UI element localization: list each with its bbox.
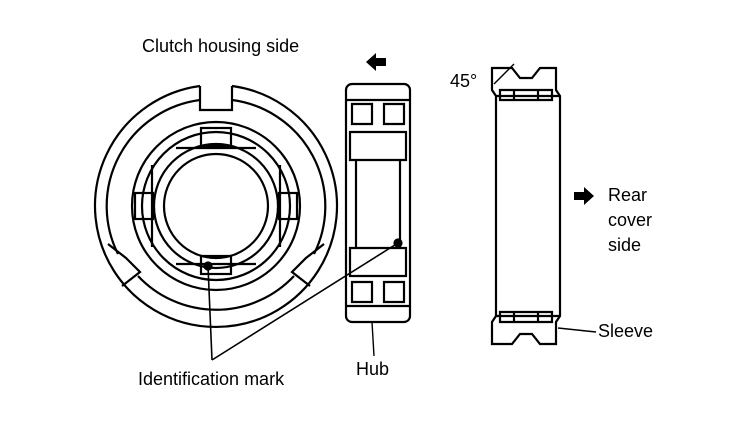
spline-top [199,126,233,148]
leader-id-side [211,242,399,361]
identification-mark-label: Identification mark [138,369,285,389]
lower-left-slot [107,243,142,287]
leader-hub [371,321,375,357]
lower-right-slot [290,243,325,287]
sleeve-outline [490,66,562,346]
outer-ring-outer-arc [93,84,339,329]
hub-label: Hub [356,359,390,379]
hub-outline [344,82,412,324]
front-view [93,84,339,329]
spline-right [277,191,299,221]
rear-cover-label-line2: cover [608,210,653,230]
middle-ring [130,120,302,292]
hub-outer-ring [152,142,280,270]
hub-side-view [344,82,412,324]
spline-left [133,191,155,221]
top-slot [198,86,234,112]
sleeve-side-view [490,66,562,346]
outer-ring-inner-arc [231,98,327,255]
clutch-housing-side-label: Clutch housing side [142,36,300,56]
sleeve-label: Sleeve [598,321,654,341]
leader-id-front [207,265,213,361]
arrow-right-icon [574,187,594,205]
leader-sleeve [557,327,597,333]
outer-ring-inner-arc [105,98,201,255]
leader-45 [493,63,515,85]
angle-45-label: 45° [450,71,478,91]
rear-cover-label-line1: Rear [608,185,648,205]
outer-ring-inner-arc [137,275,295,311]
hub-bore [162,152,270,260]
arrow-left-icon [366,53,386,71]
middle-ring-inner [140,130,292,282]
rear-cover-label-line3: side [608,235,642,255]
